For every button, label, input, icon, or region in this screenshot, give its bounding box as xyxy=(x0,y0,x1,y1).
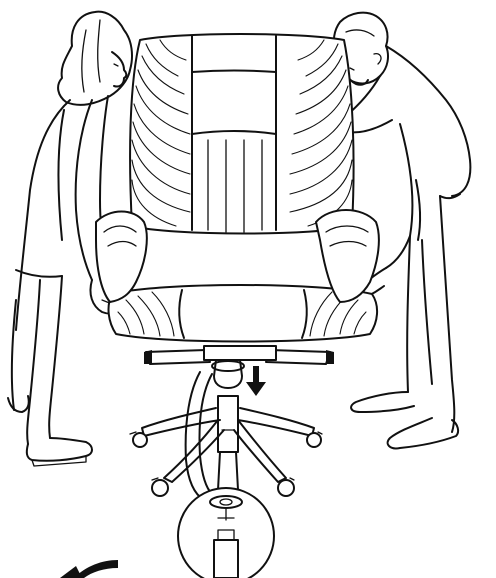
down-arrow-icon xyxy=(246,366,266,396)
rotation-arrow-icon xyxy=(60,560,118,578)
office-chair-icon xyxy=(96,34,379,496)
detail-magnifier-icon xyxy=(178,488,274,578)
